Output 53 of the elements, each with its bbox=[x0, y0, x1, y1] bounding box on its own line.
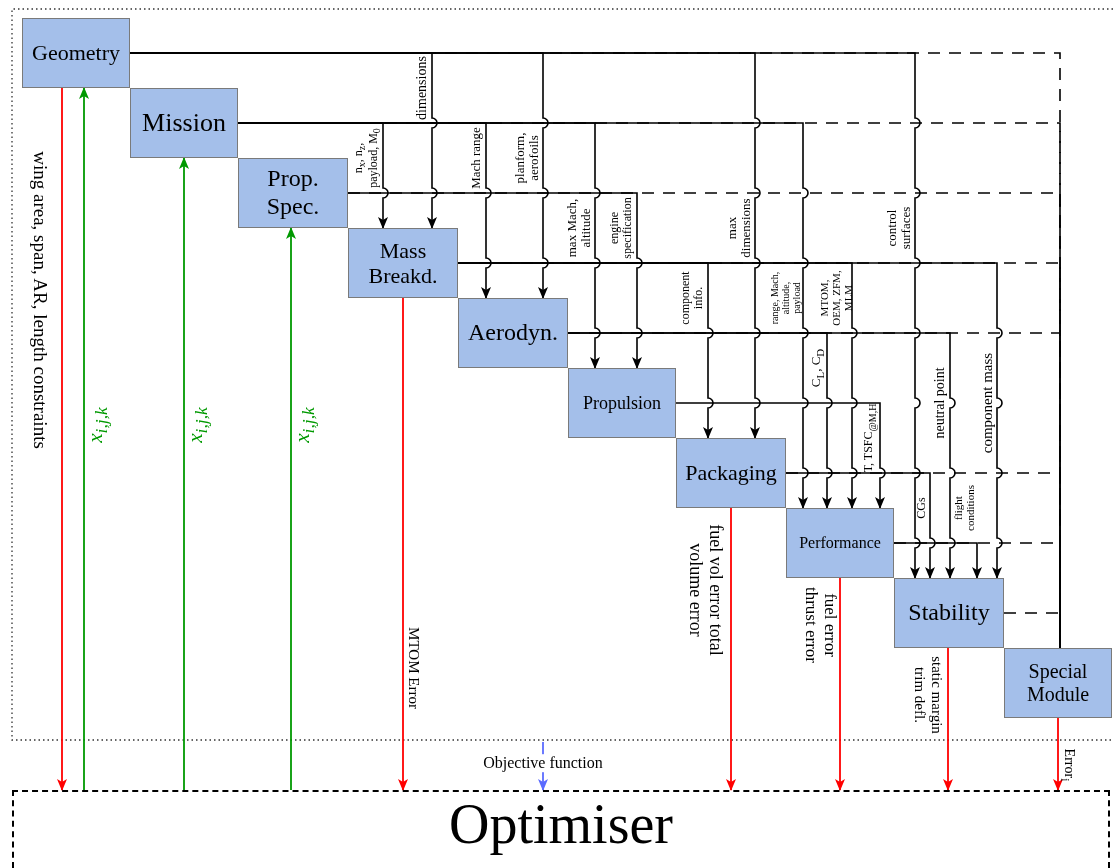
edge-label: MTOM, OEM, ZFM, MLM bbox=[817, 269, 855, 328]
module-label: Optimiser bbox=[449, 792, 673, 857]
edge-label: MTOM Error bbox=[405, 627, 423, 709]
arrow bbox=[57, 87, 67, 791]
module-box bbox=[676, 438, 786, 508]
arrow bbox=[398, 297, 408, 791]
edge-label: fuel vol error total volume error bbox=[685, 523, 725, 658]
edge-label: flight conditions bbox=[951, 484, 977, 533]
module-label: Stability bbox=[908, 599, 990, 627]
module-label: Propulsion bbox=[583, 392, 661, 414]
arrow bbox=[943, 647, 953, 791]
arrow bbox=[675, 402, 886, 509]
module-box bbox=[238, 158, 348, 228]
edge-label: planform, aerofoils bbox=[512, 131, 542, 186]
edge-label: max Mach, altitude bbox=[564, 197, 594, 259]
edge-label: component info. bbox=[678, 270, 706, 327]
edge-label: dimensions bbox=[414, 56, 430, 120]
edge-label: engine specification bbox=[607, 196, 635, 261]
module-label: Special Module bbox=[1025, 660, 1091, 706]
arrow bbox=[79, 87, 89, 791]
edge-label: CGs bbox=[915, 497, 929, 519]
arrow bbox=[179, 157, 189, 791]
edge-label: fuel error thrust error bbox=[801, 586, 839, 665]
edge-label: component mass bbox=[978, 352, 996, 454]
module-label: Aerodyn. bbox=[468, 319, 558, 347]
module-label: Performance bbox=[799, 533, 881, 553]
module-box bbox=[348, 228, 458, 298]
module-box bbox=[22, 18, 130, 88]
edge-label: control surfaces bbox=[884, 205, 914, 252]
module-box bbox=[458, 298, 568, 368]
edge-label: neutral point bbox=[932, 367, 948, 439]
edge-label: Mach range bbox=[468, 127, 484, 189]
arrow bbox=[1053, 717, 1063, 791]
optimiser-box bbox=[12, 790, 1110, 868]
module-label: Geometry bbox=[32, 40, 120, 66]
module-label: Mass Breakd. bbox=[367, 237, 439, 289]
module-box bbox=[786, 508, 894, 578]
arrow bbox=[835, 577, 845, 791]
arrow bbox=[286, 227, 296, 791]
edge-label: max dimensions bbox=[724, 197, 754, 260]
module-label: Prop. Spec. bbox=[265, 165, 321, 221]
module-label: Packaging bbox=[685, 460, 777, 486]
edge-label: range, Mach, altitude, payload bbox=[768, 270, 802, 327]
edge-label: Objective function bbox=[481, 754, 605, 772]
module-label: Mission bbox=[142, 108, 226, 138]
edge-label: wing area, span, AR, length constraints bbox=[29, 151, 51, 449]
module-box bbox=[894, 578, 1004, 648]
connector-line bbox=[1003, 612, 1061, 649]
arrow bbox=[726, 507, 736, 791]
module-box bbox=[1004, 648, 1112, 718]
module-box bbox=[568, 368, 676, 438]
module-box bbox=[130, 88, 238, 158]
edge-label: static margin trim defl. bbox=[911, 655, 945, 736]
